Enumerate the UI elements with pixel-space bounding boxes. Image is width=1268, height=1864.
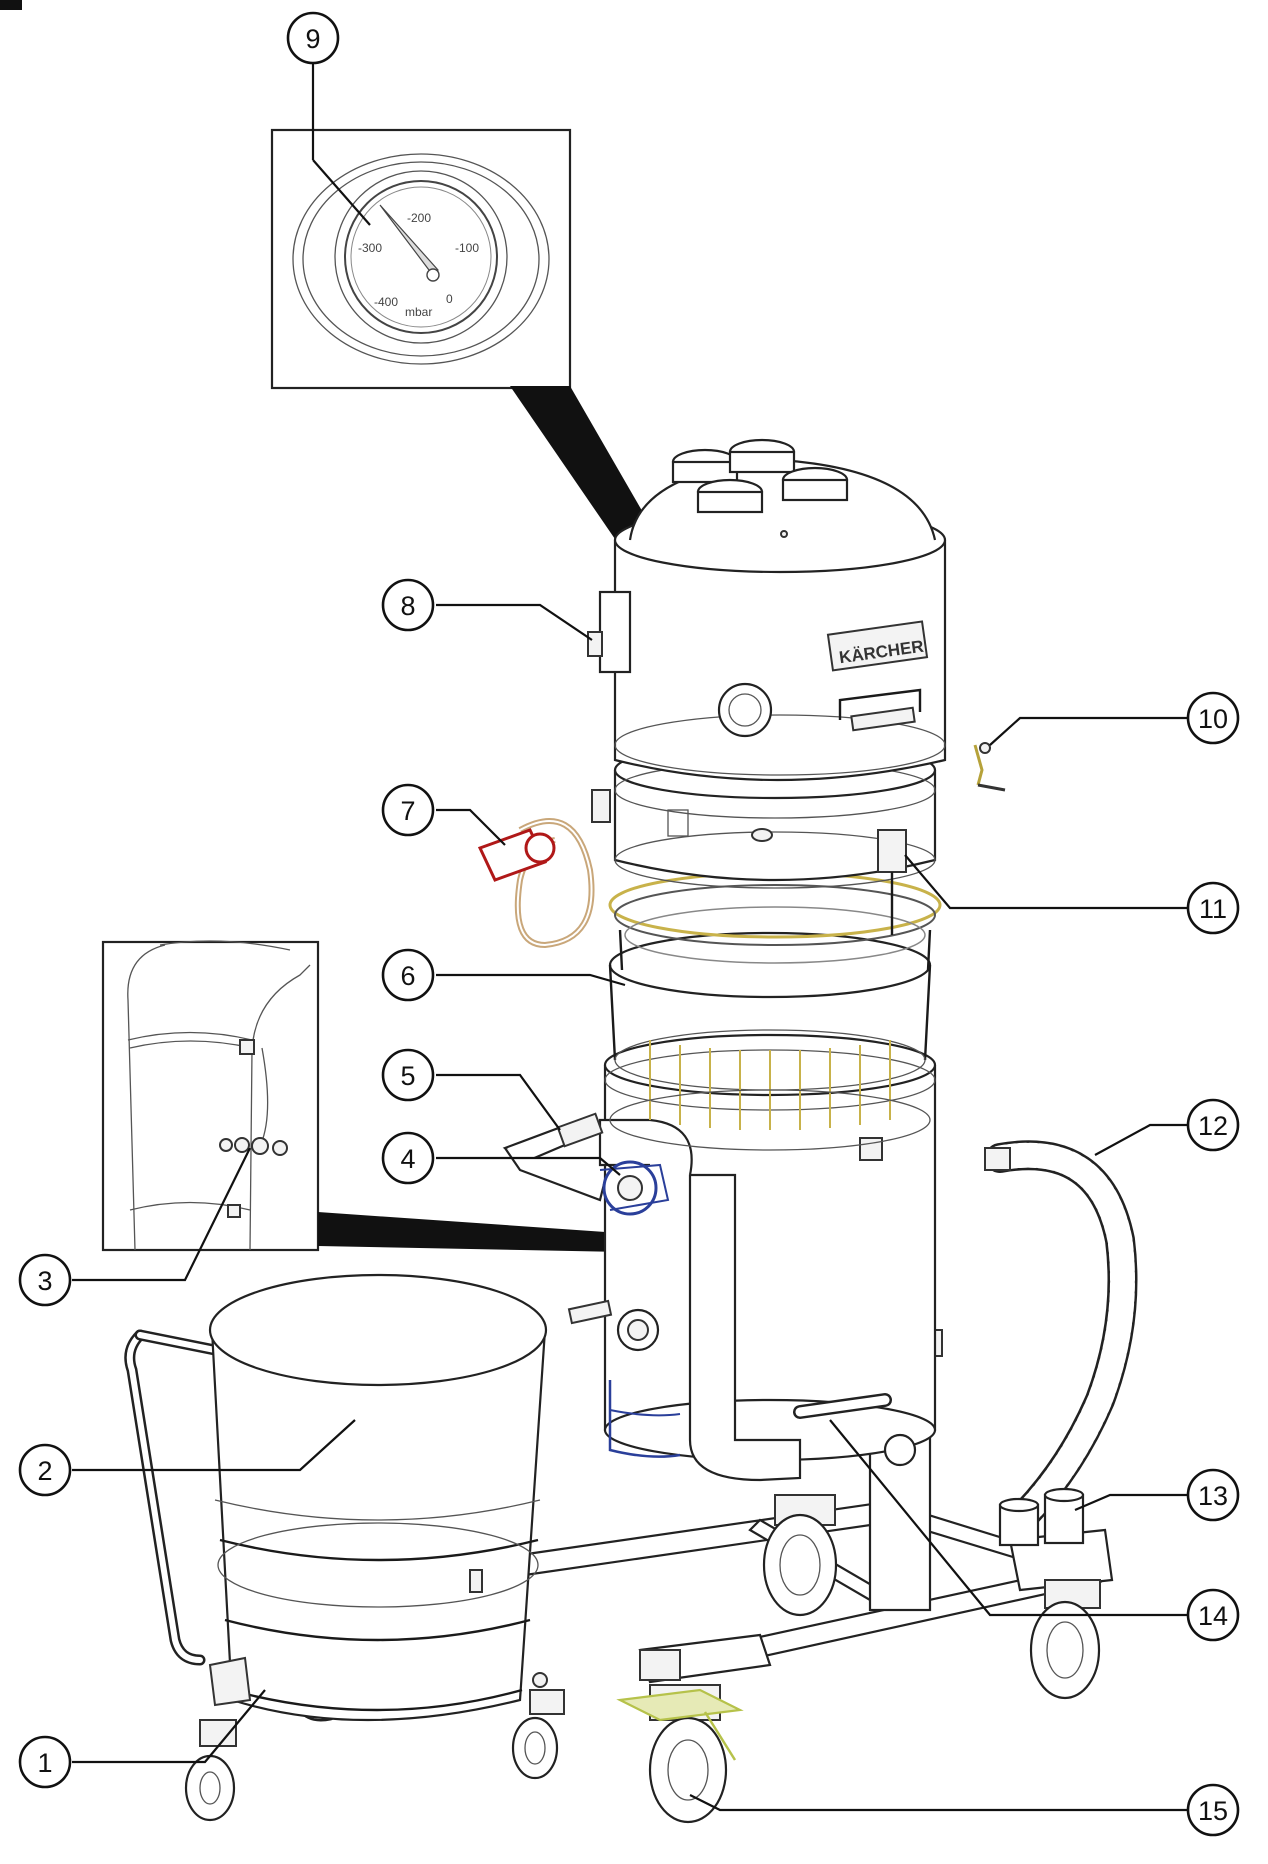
wheel-front-braked [616,1684,744,1824]
callout-9-label: 9 [305,24,320,54]
lower-container [567,1033,937,1482]
callout-15-label: 15 [1198,1796,1228,1826]
wheel-rear-center [762,1494,838,1617]
clamp-assembly [502,1112,670,1216]
gauge-label-minus400: -400 [374,295,398,309]
switch-box [598,590,632,674]
filter-ring [608,871,942,939]
callout-7: 7 [381,783,435,837]
callout-5: 5 [381,1048,435,1102]
callout-11: 11 [1186,881,1240,935]
gauge-label-minus300: -300 [358,241,382,255]
callout-4: 4 [381,1131,435,1185]
callout-3: 3 [18,1253,72,1307]
hose-inset [101,940,320,1252]
gauge-unit-label: mbar [405,305,432,319]
callout-1: 1 [18,1735,72,1789]
power-plug-cable [477,818,595,949]
callout-10-label: 10 [1198,704,1228,734]
callout-4-label: 4 [400,1144,415,1174]
callout-2-label: 2 [37,1456,52,1486]
housing-gauge [717,682,773,738]
callout-2: 2 [18,1443,72,1497]
callout-13-label: 13 [1198,1481,1228,1511]
callout-8: 8 [381,578,435,632]
accessory-holder [998,1487,1085,1547]
callout-12-label: 12 [1198,1111,1228,1141]
dirt-container-cart [124,1273,565,1822]
leader-lines [72,63,1188,1812]
callout-11-label: 11 [1199,894,1227,924]
brand-plate [826,620,929,672]
callout-13: 13 [1186,1468,1240,1522]
gauge-label-minus100: -100 [455,241,479,255]
callout-14: 14 [1186,1588,1240,1642]
callout-1-label: 1 [37,1748,52,1778]
gauge-label-zero: 0 [446,292,453,306]
callout-12: 12 [1186,1098,1240,1152]
callout-8-label: 8 [400,591,415,621]
wheel-right [1029,1579,1101,1700]
callout-6: 6 [381,948,435,1002]
callout-15: 15 [1186,1783,1240,1837]
callout-7-label: 7 [400,796,415,826]
suction-hose [984,1140,1138,1535]
motor-head: KÄRCHER [587,438,947,823]
callout-9: 9 [286,11,340,65]
gauge-inset: -200 -300 -100 -400 0 mbar [270,128,572,390]
corner-mark [0,0,22,10]
hex-key-tool [973,742,1006,792]
callout-10: 10 [1186,691,1240,745]
level-sensor [877,829,907,873]
callout-5-label: 5 [400,1061,415,1091]
callout-6-label: 6 [400,961,415,991]
callout-3-label: 3 [37,1266,52,1296]
gauge-label-minus200: -200 [407,211,431,225]
callout-14-label: 14 [1198,1601,1228,1631]
wheel-brake [616,1688,744,1722]
